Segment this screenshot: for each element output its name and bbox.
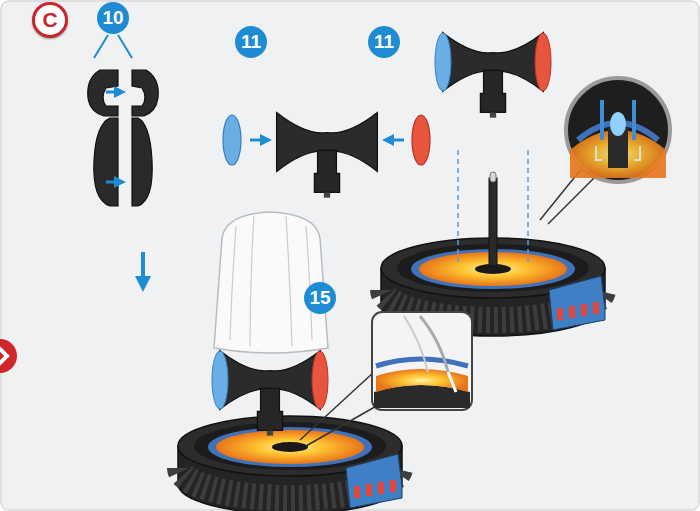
callout-number: 10 <box>97 2 129 34</box>
step-letter: C <box>32 2 68 38</box>
callout-number: 15 <box>304 282 336 314</box>
callout-number: 11 <box>368 26 400 58</box>
callout-number: 11 <box>235 26 267 58</box>
